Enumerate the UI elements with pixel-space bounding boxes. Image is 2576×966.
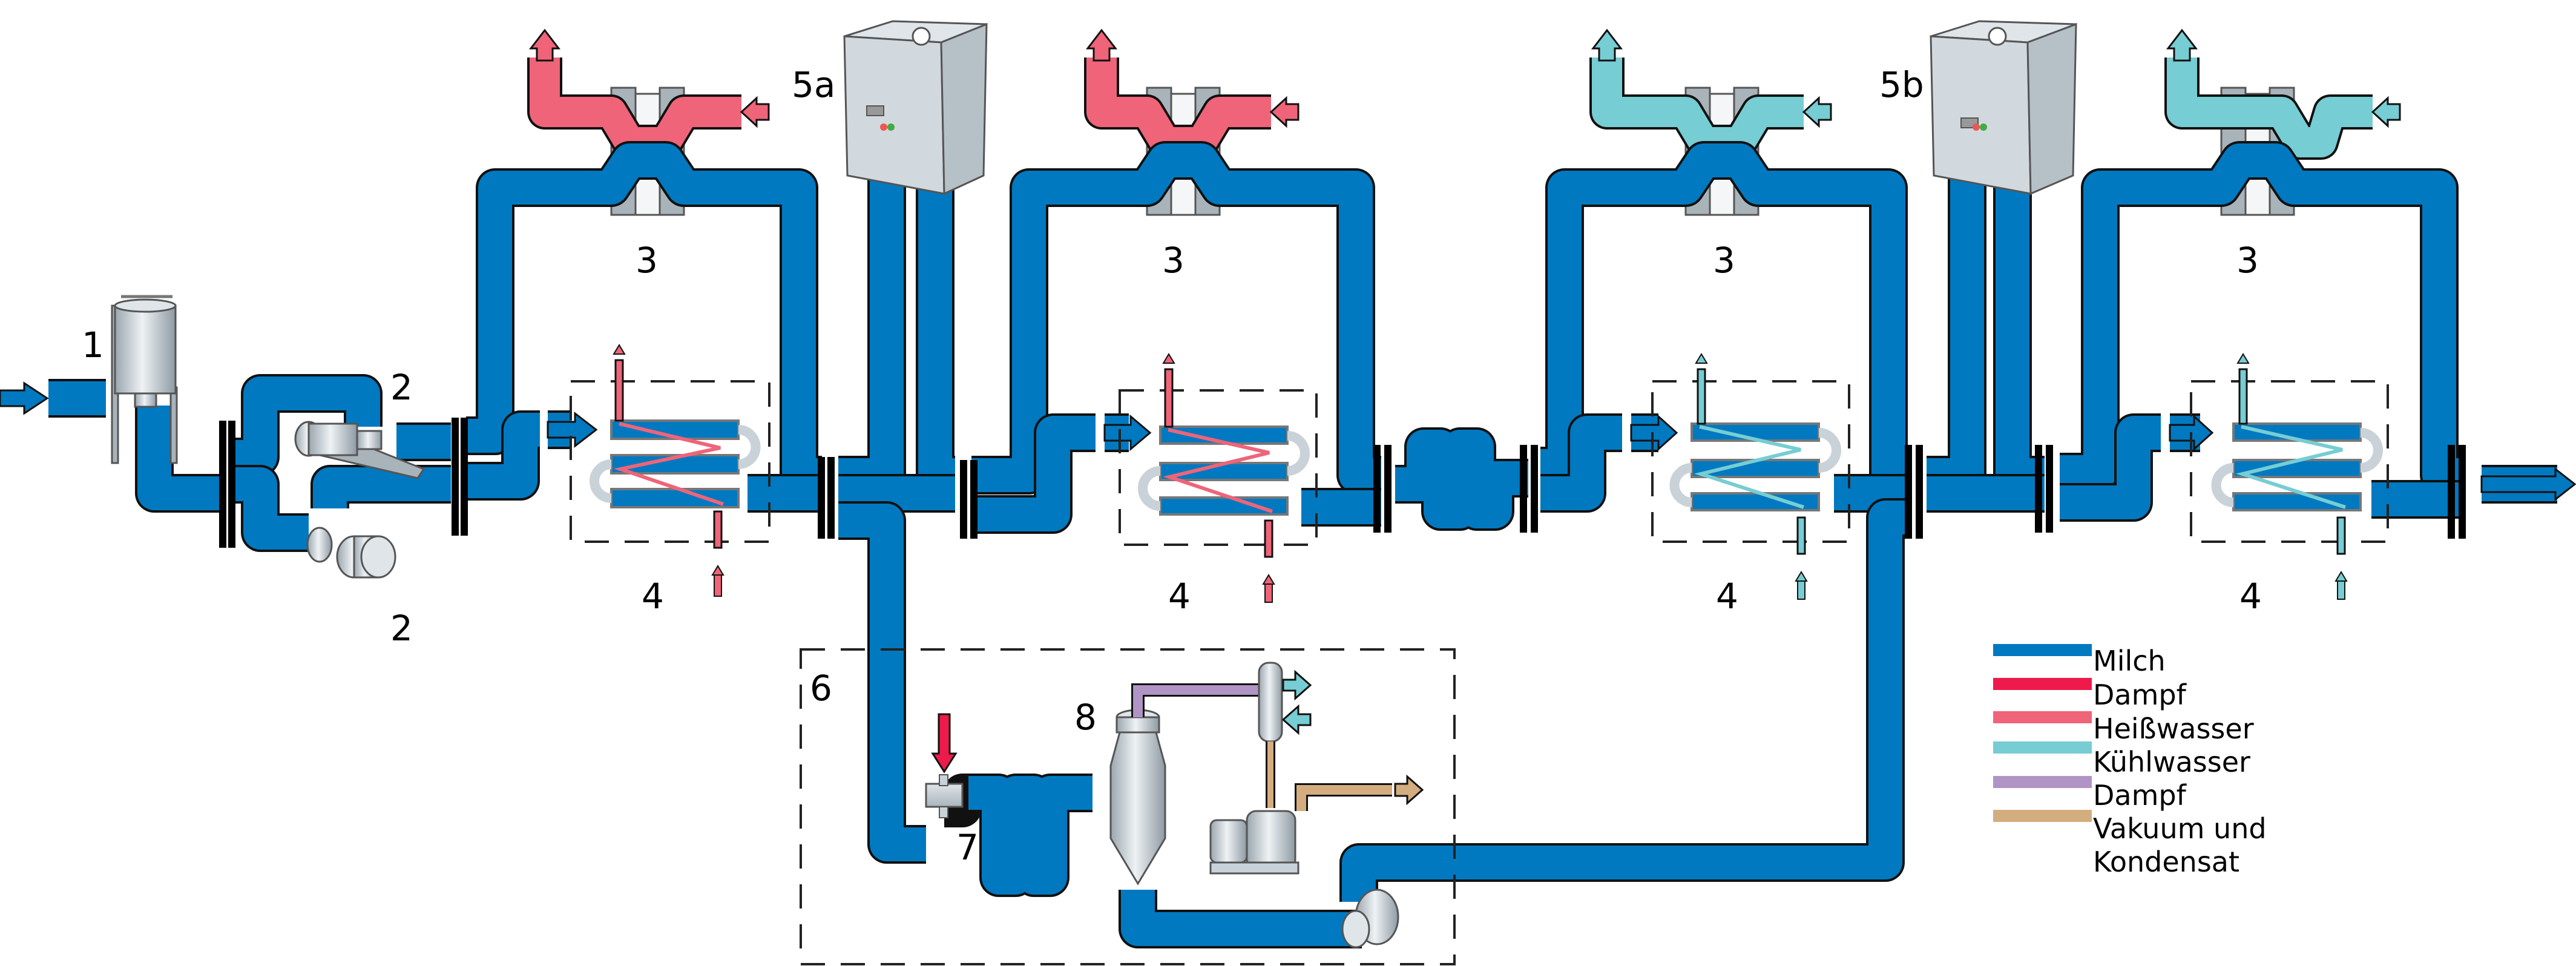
legend-label-milk: Milch — [2093, 645, 2166, 677]
legend-label-vacuum: Vakuum und — [2093, 812, 2267, 845]
hw-out-arrow — [1085, 28, 1118, 62]
labels: 1 2 2 3 3 3 3 4 4 4 4 5a 5b 6 7 8 — [82, 64, 2262, 868]
cw-in-arrow — [1802, 96, 1832, 128]
homogenizer-5b — [1930, 20, 2077, 196]
hw-in-arrow — [740, 96, 770, 128]
phe-4 — [2164, 28, 2401, 216]
phe-3 — [1589, 28, 1832, 216]
label-deaeration: 6 — [810, 668, 832, 709]
label-phe-2: 3 — [1162, 240, 1184, 281]
tubular-3 — [1651, 353, 1850, 600]
hw-out-arrow — [528, 28, 561, 62]
cw-out-arrow — [1591, 28, 1623, 62]
label-pump-bottom: 2 — [390, 608, 413, 649]
balance-tank — [111, 295, 178, 464]
label-vacuum-vessel: 8 — [1074, 697, 1097, 738]
label-phe-1: 3 — [636, 240, 658, 281]
legend-swatch-vacuum — [1993, 810, 2092, 822]
legend-label-vapour: Dampf — [2093, 779, 2187, 812]
steam-arrow — [931, 713, 958, 774]
condensate-arrow — [1394, 774, 1424, 806]
cw-out-arrow — [1282, 669, 1312, 701]
legend-swatch-vapour — [1993, 776, 2092, 788]
hw-in-arrow — [1269, 96, 1300, 128]
legend-swatch-hot-water — [1993, 711, 2092, 723]
label-tube-3: 4 — [1716, 576, 1738, 617]
label-steam-injector: 7 — [956, 827, 979, 868]
legend-label-cooling-water: Kühlwasser — [2093, 746, 2250, 778]
label-phe-3: 3 — [1713, 240, 1735, 281]
inlet-arrow — [0, 381, 49, 415]
legend-swatch-milk — [1993, 644, 2092, 656]
phe-2 — [1084, 28, 1300, 216]
tubular-4 — [2190, 353, 2389, 600]
cw-out-arrow — [2166, 28, 2198, 62]
cw-in-arrow — [2371, 96, 2401, 128]
label-homogenizer-a: 5a — [792, 64, 835, 105]
tubular-1 — [570, 344, 770, 597]
deaeration-unit — [800, 648, 1456, 965]
legend: Milch Dampf Heißwasser Kühlwasser Dampf … — [1993, 644, 2267, 878]
outlet-arrow — [2480, 467, 2576, 502]
label-phe-4: 3 — [2236, 240, 2259, 281]
label-tube-4: 4 — [2239, 576, 2262, 617]
legend-swatch-cooling-water — [1993, 741, 2092, 754]
legend-swatch-steam — [1993, 678, 2092, 690]
valve-bars — [219, 418, 2466, 548]
label-tube-1: 4 — [642, 576, 664, 617]
phe-1 — [527, 28, 770, 216]
homogenizer-5a — [843, 20, 988, 196]
label-homogenizer-b: 5b — [1879, 64, 1924, 105]
tube3-in-arrow — [1630, 414, 1678, 452]
positive-displacement-pump — [294, 421, 426, 479]
tubular-2 — [1119, 353, 1318, 603]
tube2-in-arrow — [1103, 414, 1152, 452]
label-tube-2: 4 — [1168, 576, 1191, 617]
centrifugal-pump — [306, 527, 396, 579]
cw-in-arrow — [1281, 704, 1312, 735]
legend-label-hot-water: Heißwasser — [2093, 712, 2254, 745]
label-pump-top: 2 — [390, 367, 413, 408]
legend-label-steam: Dampf — [2093, 678, 2187, 711]
legend-label-condensate: Kondensat — [2093, 846, 2239, 878]
tube1-in-arrow — [547, 411, 598, 448]
label-tank: 1 — [82, 324, 104, 366]
